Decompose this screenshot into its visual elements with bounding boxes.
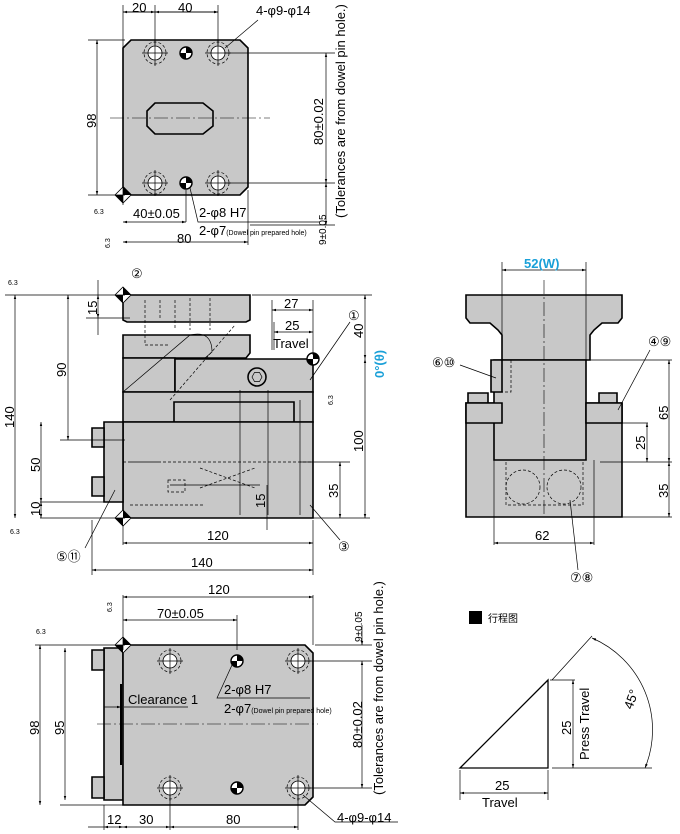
dim-80: 80 [226, 812, 240, 827]
label-part-6-10: ⑥⑩ [432, 355, 455, 370]
tolerance-note: (Tolerances are from dowel pin hole.) [371, 581, 386, 795]
roughness-b: 6.3 [10, 529, 20, 536]
dim-140-vertical: 140 [2, 406, 17, 428]
dim-62: 62 [535, 528, 549, 543]
roughness-a: 6.3 [8, 280, 18, 287]
front-view: 52(W) ⑥⑩ ④⑨ ⑦⑧ 65 25 35 62 [432, 256, 672, 585]
clearance-label: Clearance 1 [128, 692, 198, 707]
dim-95: 95 [52, 721, 67, 735]
dim-25: 25 [285, 318, 299, 333]
roughness-c: 6.3 [328, 395, 335, 405]
dim-50: 50 [28, 458, 43, 472]
dim-140: 140 [191, 555, 213, 570]
dim-9-tol: 9±0.05 [318, 214, 329, 245]
top-view: 20 40 4-φ9-φ14 98 80±0.02 (Tolerances ar… [84, 0, 348, 248]
dim-40: 40 [351, 324, 366, 338]
dim-10: 10 [28, 502, 43, 516]
dim-80-tol: 80±0.02 [311, 98, 326, 145]
dim-65: 65 [656, 406, 671, 420]
dim-12: 12 [107, 812, 121, 827]
side-view: ② ① ③ ⑤⑪ 15 90 140 50 10 27 25 Travel 40… [2, 266, 387, 575]
tolerance-note: (Tolerances are from dowel pin hole.) [333, 4, 348, 218]
dim-90: 90 [54, 363, 69, 377]
legend-square-icon [469, 611, 482, 624]
dim-30: 30 [139, 812, 153, 827]
label-part-5-11: ⑤⑪ [56, 549, 81, 564]
angle-theta: 0°(θ) [372, 350, 387, 378]
roughness-b: 6.3 [105, 238, 112, 248]
label-part-1: ① [348, 308, 360, 323]
bottom-view: 120 70±0.05 9±0.05 (Tolerances are from … [27, 581, 398, 830]
roughness-a: 6.3 [94, 209, 104, 216]
dim-98: 98 [27, 721, 42, 735]
dowel-prep: 2-φ7(Dowel pin prepared hole) [199, 223, 307, 238]
dowel-spec: 2-φ8 H7 [199, 205, 246, 220]
travel-dim: 25 [495, 778, 509, 793]
dim-9-tol: 9±0.05 [354, 611, 365, 642]
holes-spec: 4-φ9-φ14 [256, 3, 310, 18]
holes-spec: 4-φ9-φ14 [337, 810, 391, 825]
dim-40-tol: 40±0.05 [133, 206, 180, 221]
travel-diagram: 行程图 25 Press Travel 45° 25 Travel [458, 611, 653, 810]
dim-98: 98 [84, 114, 99, 128]
label-part-4-9: ④⑨ [648, 334, 671, 349]
travel-label: Travel [482, 795, 518, 810]
dim-80-tol: 80±0.02 [350, 701, 365, 748]
roughness-b: 6.3 [36, 629, 46, 636]
label-part-2: ② [131, 266, 143, 281]
travel-label: Travel [273, 336, 309, 351]
dim-35: 35 [326, 484, 341, 498]
angle-45: 45° [621, 687, 642, 711]
dim-15-top: 15 [85, 301, 100, 315]
dim-120: 120 [207, 528, 229, 543]
dowel-spec: 2-φ8 H7 [224, 682, 271, 697]
dim-40: 40 [178, 0, 192, 15]
legend-label: 行程图 [488, 612, 518, 625]
dim-27: 27 [284, 296, 298, 311]
label-part-3: ③ [338, 539, 350, 554]
dim-70-tol: 70±0.05 [157, 606, 204, 621]
dim-100: 100 [351, 430, 366, 452]
label-part-7-8: ⑦⑧ [570, 570, 593, 585]
dim-80: 80 [177, 231, 191, 246]
press-travel-dim: 25 [559, 721, 574, 735]
roughness-a: 6.3 [107, 602, 114, 612]
press-travel-label: Press Travel [577, 688, 592, 760]
dowel-prep: 2-φ7(Dowel pin prepared hole) [224, 701, 332, 716]
dim-20: 20 [132, 0, 146, 15]
dim-120: 120 [208, 582, 230, 597]
dim-15: 15 [253, 494, 268, 508]
dim-25: 25 [633, 436, 648, 450]
dim-35: 35 [656, 484, 671, 498]
width-dim: 52(W) [524, 256, 559, 271]
